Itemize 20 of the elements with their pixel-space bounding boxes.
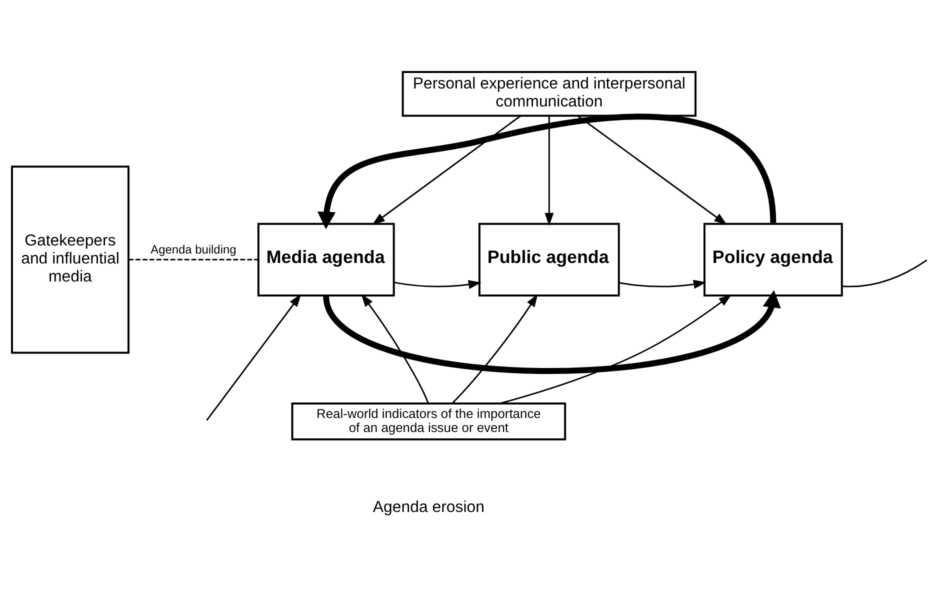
arrow bbox=[317, 113, 776, 229]
arrow bbox=[544, 115, 554, 226]
connector bbox=[128, 258, 258, 260]
node-box: Personal experience and interpersonal communication bbox=[402, 70, 697, 116]
arrow bbox=[394, 280, 482, 288]
label: Agenda erosion bbox=[372, 498, 484, 516]
arrow bbox=[206, 293, 302, 420]
arrow bbox=[578, 114, 728, 224]
node-box: Real-world indicators of the importance of an agenda issue or event bbox=[291, 402, 566, 440]
node-box: Policy agenda bbox=[704, 222, 843, 296]
node-box: Public agenda bbox=[478, 222, 620, 296]
edge-label: Agenda building bbox=[150, 242, 236, 256]
arrow bbox=[372, 114, 521, 224]
node-box: Gatekeepers and influential media bbox=[11, 165, 130, 354]
arrow bbox=[452, 293, 538, 404]
arrow bbox=[500, 294, 732, 404]
node-box: Media agenda bbox=[257, 222, 395, 296]
connector bbox=[842, 259, 928, 287]
arrow bbox=[361, 293, 429, 403]
arrow bbox=[619, 279, 707, 288]
